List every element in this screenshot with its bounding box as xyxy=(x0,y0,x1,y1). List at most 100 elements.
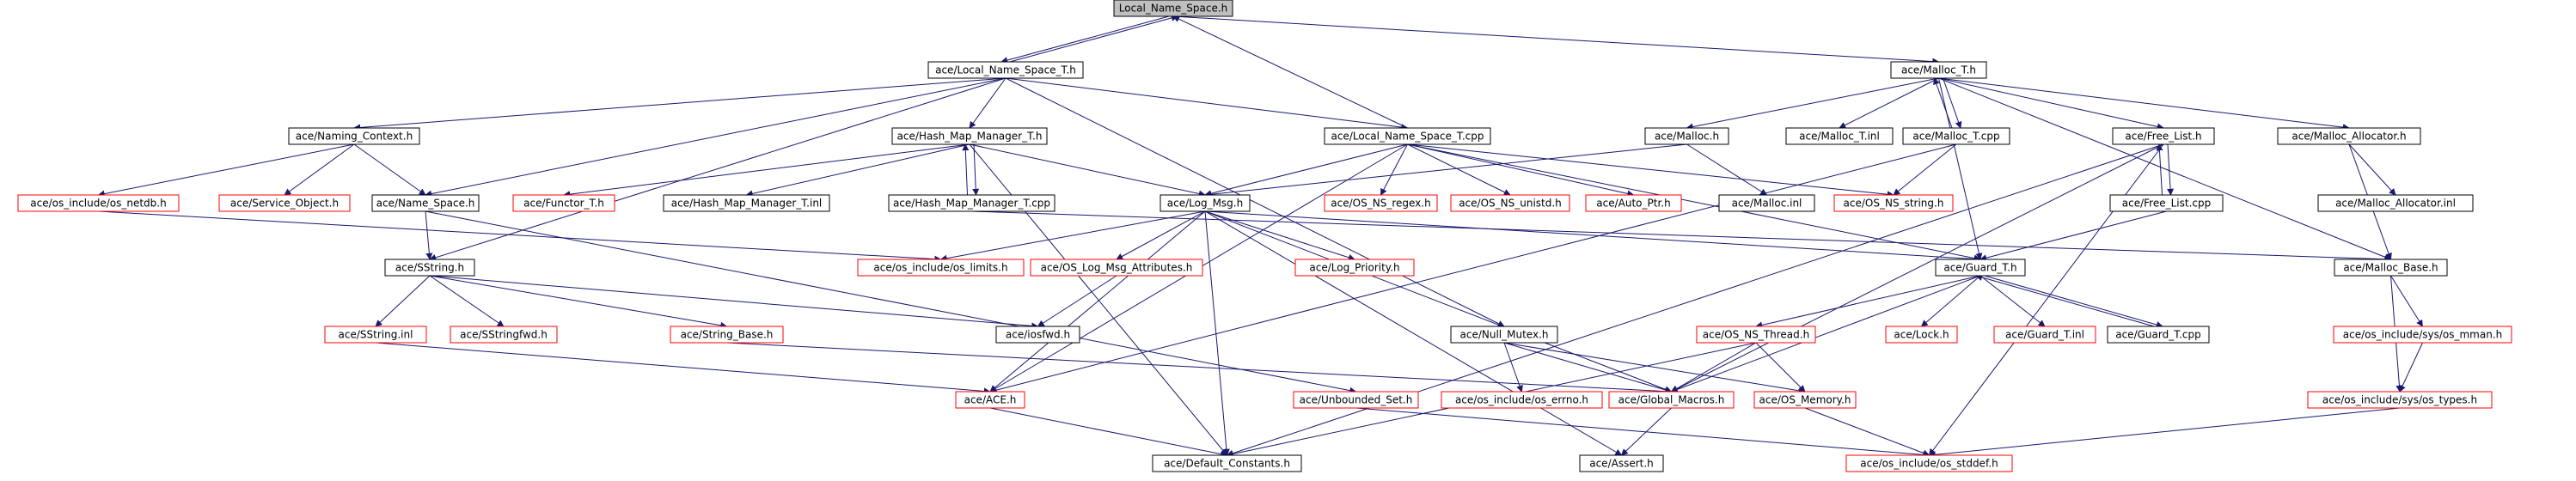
node-malloc-allocator-h[interactable]: ace/Malloc_Allocator.h xyxy=(2277,127,2421,145)
node-os-ns-string-h[interactable]: ace/OS_NS_string.h xyxy=(1833,194,1954,212)
edge-naming-context-h-to-name-space-h xyxy=(353,143,426,196)
edge-os-log-msg-attributes-h-to-iosfwd-h xyxy=(1037,275,1117,327)
node-malloc-allocator-inl[interactable]: ace/Malloc_Allocator.inl xyxy=(2317,194,2474,212)
node-label: ace/Hash_Map_Manager_T.inl xyxy=(671,198,823,210)
node-lock-h[interactable]: ace/Lock.h xyxy=(1885,326,1958,344)
node-free-list-cpp[interactable]: ace/Free_List.cpp xyxy=(2109,194,2224,212)
node-box xyxy=(1785,127,1894,145)
node-service-object-h[interactable]: ace/Service_Object.h xyxy=(218,194,351,212)
edge-log-msg-h-to-os-limits-h xyxy=(939,210,1206,262)
node-os-ns-thread-h[interactable]: ace/OS_NS_Thread.h xyxy=(1696,326,1816,344)
node-hash-map-manager-t-cpp[interactable]: ace/Hash_Map_Manager_T.cpp xyxy=(888,194,1055,212)
edge-sstring-h-to-sstringfwd-h xyxy=(429,275,505,327)
edge-malloc-t-cpp-to-os-ns-string-h xyxy=(1893,143,1957,196)
node-guard-t-h[interactable]: ace/Guard_T.h xyxy=(1935,259,2026,277)
node-os-stddef-h[interactable]: ace/os_include/os_stddef.h xyxy=(1845,454,2013,472)
node-label: Local_Name_Space.h xyxy=(1119,3,1228,15)
node-label: ace/Local_Name_Space_T.h xyxy=(935,64,1076,76)
node-os-ns-unistd-h[interactable]: ace/OS_NS_unistd.h xyxy=(1450,194,1570,212)
node-free-list-h[interactable]: ace/Free_List.h xyxy=(2112,127,2215,145)
node-box xyxy=(1718,194,1815,212)
edge-local-name-space-t-h-to-name-space-h xyxy=(425,77,1007,198)
node-os-errno-h[interactable]: ace/os_include/os_errno.h xyxy=(1441,391,1603,409)
node-label: ace/Hash_Map_Manager_T.h xyxy=(897,131,1043,143)
node-os-memory-h[interactable]: ace/OS_Memory.h xyxy=(1753,391,1857,409)
node-box xyxy=(891,127,1048,145)
node-box xyxy=(1935,259,2026,277)
edge-local-name-space-t-h-to-local-name-space-t-cpp xyxy=(1005,77,1409,131)
node-box xyxy=(857,259,1025,277)
node-label: ace/Unbounded_Set.h xyxy=(1300,394,1413,406)
node-label: ace/Malloc_T.h xyxy=(1901,64,1976,76)
node-label: ace/Guard_T.inl xyxy=(2005,329,2084,341)
edge-local-name-space-t-h-to-naming-context-h xyxy=(353,77,1007,131)
node-sstringfwd-h[interactable]: ace/SStringfwd.h xyxy=(450,326,558,344)
node-log-msg-h[interactable]: ace/Log_Msg.h xyxy=(1160,194,1251,212)
edge-name-space-h-to-unbounded-set-h xyxy=(425,210,1357,394)
node-ace-h[interactable]: ace/ACE.h xyxy=(955,391,1025,409)
edge-malloc-t-h-to-malloc-allocator-h xyxy=(1938,77,2350,131)
node-sstring-inl[interactable]: ace/SString.inl xyxy=(324,326,427,344)
node-hash-map-manager-t-inl[interactable]: ace/Hash_Map_Manager_T.inl xyxy=(663,194,830,212)
node-malloc-inl[interactable]: ace/Malloc.inl xyxy=(1718,194,1815,212)
node-box xyxy=(2307,391,2493,409)
node-label: ace/OS_Memory.h xyxy=(1759,394,1851,406)
edge-local-name-space-t-h-to-hash-map-manager-t-h xyxy=(969,77,1007,129)
node-label: ace/OS_NS_unistd.h xyxy=(1459,198,1562,210)
node-label: ace/Functor_T.h xyxy=(523,198,604,210)
node-hash-map-manager-t-h[interactable]: ace/Hash_Map_Manager_T.h xyxy=(891,127,1048,145)
node-os-types-h[interactable]: ace/os_include/sys/os_types.h xyxy=(2307,391,2493,409)
node-box xyxy=(450,326,558,344)
node-name-space-h[interactable]: ace/Name_Space.h xyxy=(371,194,480,212)
node-functor-t-h[interactable]: ace/Functor_T.h xyxy=(512,194,615,212)
node-box xyxy=(1890,61,1987,79)
node-guard-t-cpp[interactable]: ace/Guard_T.cpp xyxy=(2107,326,2210,344)
node-os-log-msg-attributes-h[interactable]: ace/OS_Log_Msg_Attributes.h xyxy=(1030,259,1203,277)
node-label: ace/Lock.h xyxy=(1894,329,1949,341)
node-null-mutex-h[interactable]: ace/Null_Mutex.h xyxy=(1450,326,1558,344)
edge-hash-map-manager-t-h-to-hash-map-manager-t-cpp xyxy=(972,143,980,196)
edge-malloc-t-h-to-malloc-h xyxy=(1686,77,1939,131)
node-global-macros-h[interactable]: ace/Global_Macros.h xyxy=(1608,391,1735,409)
node-string-base-h[interactable]: ace/String_Base.h xyxy=(670,326,784,344)
node-unbounded-set-h[interactable]: ace/Unbounded_Set.h xyxy=(1293,391,1419,409)
edge-guard-t-cpp-to-guard-t-h xyxy=(1975,274,2155,327)
edge-malloc-t-h-to-guard-t-h xyxy=(1938,77,1983,260)
node-malloc-base-h[interactable]: ace/Malloc_Base.h xyxy=(2334,259,2448,277)
node-local-name-space-t-cpp[interactable]: ace/Local_Name_Space_T.cpp xyxy=(1324,127,1491,145)
node-log-priority-h[interactable]: ace/Log_Priority.h xyxy=(1294,259,1415,277)
node-box xyxy=(1160,194,1251,212)
node-local-name-space-h: Local_Name_Space.h xyxy=(1113,0,1233,17)
edge-ace-h-to-default-constants-h xyxy=(989,407,1228,458)
edge-string-base-h-to-global-macros-h xyxy=(726,342,1673,395)
node-box xyxy=(1441,391,1603,409)
node-default-constants-h[interactable]: ace/Default_Constants.h xyxy=(1152,454,1302,472)
node-malloc-t-cpp[interactable]: ace/Malloc_T.cpp xyxy=(1902,127,2010,145)
node-os-ns-regex-h[interactable]: ace/OS_NS_regex.h xyxy=(1324,194,1438,212)
node-label: ace/os_include/os_stddef.h xyxy=(1860,458,1998,470)
node-guard-t-inl[interactable]: ace/Guard_T.inl xyxy=(1993,326,2096,344)
node-box xyxy=(2112,127,2215,145)
node-label: ace/Log_Msg.h xyxy=(1167,198,1243,210)
edge-guard-t-h-to-os-ns-thread-h xyxy=(1755,275,1981,329)
node-local-name-space-t-h[interactable]: ace/Local_Name_Space_T.h xyxy=(927,61,1084,79)
edge-malloc-h-to-log-msg-h xyxy=(1204,143,1687,198)
node-os-netdb-h[interactable]: ace/os_include/os_netdb.h xyxy=(17,194,180,212)
edge-local-name-space-t-cpp-to-local-name-space-h xyxy=(1172,15,1408,129)
node-malloc-t-inl[interactable]: ace/Malloc_T.inl xyxy=(1785,127,1894,145)
node-os-mman-h[interactable]: ace/os_include/sys/os_mman.h xyxy=(2333,326,2512,344)
node-iosfwd-h[interactable]: ace/iosfwd.h xyxy=(995,326,1080,344)
node-label: ace/OS_NS_string.h xyxy=(1844,198,1944,210)
node-os-limits-h[interactable]: ace/os_include/os_limits.h xyxy=(857,259,1025,277)
node-box xyxy=(1993,326,2096,344)
node-malloc-t-h[interactable]: ace/Malloc_T.h xyxy=(1890,61,1987,79)
edge-null-mutex-h-to-os-errno-h xyxy=(1503,342,1523,393)
node-auto-ptr-h[interactable]: ace/Auto_Ptr.h xyxy=(1585,194,1682,212)
node-label: ace/Name_Space.h xyxy=(376,198,475,210)
node-sstring-h[interactable]: ace/SString.h xyxy=(384,259,475,277)
node-malloc-h[interactable]: ace/Malloc.h xyxy=(1644,127,1729,145)
node-label: ace/Local_Name_Space_T.cpp xyxy=(1331,131,1484,143)
node-assert-h[interactable]: ace/Assert.h xyxy=(1579,454,1664,472)
node-naming-context-h[interactable]: ace/Naming_Context.h xyxy=(288,127,420,145)
edge-free-list-h-to-global-macros-h xyxy=(1670,143,2164,393)
